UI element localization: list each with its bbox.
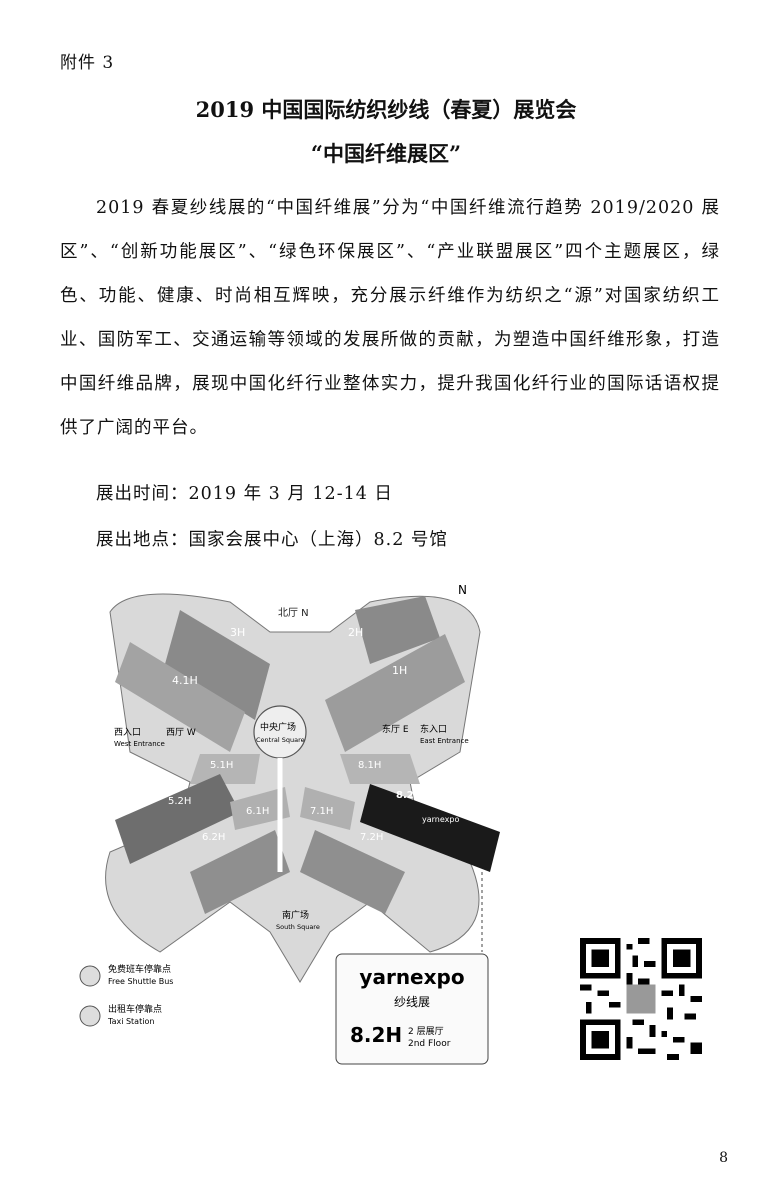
hall-label-3h: 3H <box>230 626 245 639</box>
intro-paragraph: 2019 春夏纱线展的“中国纤维展”分为“中国纤维流行趋势 2019/2020 … <box>60 198 720 438</box>
east-entrance-cn: 东入口 <box>420 723 447 735</box>
callout-cn: 纱线展 <box>394 995 430 1009</box>
north-hall-label: 北厅 N <box>278 607 309 619</box>
hall-label-6-2h: 6.2H <box>202 832 225 843</box>
qr-code <box>580 938 702 1060</box>
legend-bus-en: Free Shuttle Bus <box>108 977 173 986</box>
hall-label-2h: 2H <box>348 626 363 639</box>
callout-brand: yarnexpo <box>359 965 464 989</box>
hall-label-1h: 1H <box>392 664 407 677</box>
hall-7-1h <box>300 787 355 830</box>
hall-5-2h <box>115 774 240 864</box>
legend-taxi-cn: 出租车停靠点 <box>108 1003 162 1015</box>
hall-5-1h <box>190 754 260 784</box>
document-subtitle: “中国纤维展区” <box>310 141 462 166</box>
hall-4-1h <box>115 642 245 752</box>
taxi-icon <box>79 1005 101 1027</box>
hall-6-1h <box>230 787 290 830</box>
hall-3h <box>165 610 270 720</box>
callout-floor-cn: 2 层展厅 <box>408 1026 444 1037</box>
east-hall-label: 东厅 E <box>382 723 409 735</box>
hall-label-5-2h: 5.2H <box>168 796 191 807</box>
hall-label-7-2h: 7.2H <box>360 832 383 843</box>
hall-callout-box <box>335 953 489 1065</box>
west-entrance-en: West Entrance <box>114 740 165 748</box>
hall-1h <box>325 634 465 752</box>
hall-label-7-1h: 7.1H <box>310 806 333 817</box>
south-square-cn: 南广场 <box>282 909 309 921</box>
central-square-cn: 中央广场 <box>260 721 296 733</box>
hall-6-2h <box>190 830 290 914</box>
hall-label-8-2h: 8.2H <box>396 790 422 801</box>
hall-label-8-1h: 8.1H <box>358 760 381 771</box>
hall-label-4-1h: 4.1H <box>172 674 198 687</box>
document-title: 2019 中国国际纺织纱线（春夏）展览会 <box>195 97 577 122</box>
venue-map: N 北厅 N 3H 2H 1H 4.1H 西入口 West Entrance 西… <box>79 583 500 1065</box>
legend-bus-cn: 免费班车停靠点 <box>108 963 171 975</box>
callout-hall: 8.2H <box>350 1023 402 1047</box>
exhibition-time: 展出时间：2019 年 3 月 12-14 日 <box>96 484 393 504</box>
compass-label: N <box>458 583 467 597</box>
hall-label-6-1h: 6.1H <box>246 806 269 817</box>
west-hall-label: 西厅 W <box>166 727 196 738</box>
hall-8-1h <box>340 754 420 784</box>
hall-8-2h <box>360 784 500 872</box>
hall-label-5-1h: 5.1H <box>210 760 233 771</box>
shuttle-bus-icon <box>79 965 101 987</box>
annex-label: 附件 3 <box>60 53 115 73</box>
central-square-en: Central Square <box>256 736 305 744</box>
yarnexpo-hall-mark: yarnexpo <box>422 815 459 824</box>
hall-2h <box>355 596 440 664</box>
east-entrance-en: East Entrance <box>420 737 469 745</box>
callout-floor-en: 2nd Floor <box>408 1039 451 1049</box>
exhibition-venue: 展出地点：国家会展中心（上海）8.2 号馆 <box>96 530 448 550</box>
hall-7-2h <box>300 830 405 914</box>
legend-taxi-en: Taxi Station <box>107 1017 154 1026</box>
west-entrance-cn: 西入口 <box>114 727 141 738</box>
south-square-en: South Square <box>276 923 320 931</box>
page-number: 8 <box>719 1150 728 1166</box>
